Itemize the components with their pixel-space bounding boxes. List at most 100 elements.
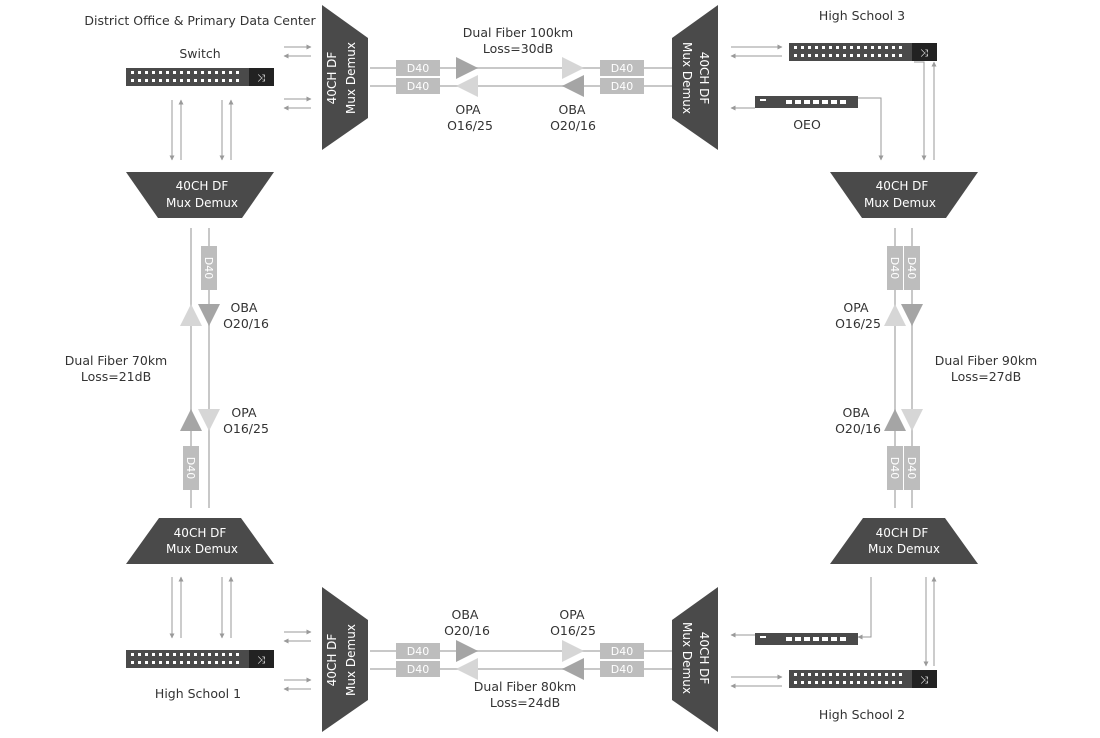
mux-demux-top-left: 40CH DF Mux Demux bbox=[322, 5, 368, 150]
dcm-box: D40 bbox=[887, 246, 903, 290]
svg-text:⤨: ⤨ bbox=[257, 655, 265, 666]
svg-text:D40: D40 bbox=[202, 257, 215, 279]
triangle-amplifier-icon bbox=[456, 57, 478, 79]
svg-text:D40: D40 bbox=[407, 645, 429, 658]
client-arrows bbox=[169, 44, 937, 692]
dcm-box: D40 bbox=[600, 78, 644, 94]
amp-label: OBA bbox=[843, 405, 870, 420]
oeo-icon bbox=[755, 633, 858, 645]
site-label-switch: Switch bbox=[179, 46, 220, 61]
triangle-amplifier-icon bbox=[456, 658, 478, 680]
dcm-box: D40 bbox=[396, 643, 440, 659]
mux-demux-bottom-left: 40CH DF Mux Demux bbox=[322, 587, 368, 732]
triangle-amplifier-icon bbox=[884, 409, 906, 431]
link-label: Loss=21dB bbox=[81, 369, 151, 384]
link-label: Dual Fiber 80km bbox=[474, 679, 576, 694]
svg-text:Mux Demux: Mux Demux bbox=[166, 196, 238, 210]
svg-text:D40: D40 bbox=[611, 663, 633, 676]
dcm-box: D40 bbox=[201, 246, 217, 290]
link-label: Dual Fiber 90km bbox=[935, 353, 1037, 368]
site-label-hs1: High School 1 bbox=[155, 686, 241, 701]
svg-text:D40: D40 bbox=[905, 457, 918, 479]
mux-demux-left-top: 40CH DF Mux Demux bbox=[126, 172, 274, 218]
svg-text:40CH DF: 40CH DF bbox=[325, 52, 339, 105]
triangle-amplifier-icon bbox=[562, 658, 584, 680]
mux-demux-right-bottom: 40CH DF Mux Demux bbox=[830, 518, 978, 564]
dcm-box: D40 bbox=[600, 60, 644, 76]
link-label: Dual Fiber 70km bbox=[65, 353, 167, 368]
switch-icon: ⤨ bbox=[789, 670, 937, 688]
oeo-icon bbox=[755, 96, 858, 108]
triangle-amplifier-icon bbox=[456, 640, 478, 662]
amp-label: O20/16 bbox=[550, 118, 596, 133]
amp-label: OBA bbox=[231, 300, 258, 315]
amp-label: OPA bbox=[843, 300, 869, 315]
switch-icon: ⤨ bbox=[126, 68, 274, 86]
triangle-amplifier-icon bbox=[901, 409, 923, 431]
svg-text:Mux Demux: Mux Demux bbox=[680, 622, 694, 694]
svg-text:40CH DF: 40CH DF bbox=[697, 52, 711, 105]
dcm-box: D40 bbox=[904, 246, 920, 290]
svg-text:40CH DF: 40CH DF bbox=[325, 634, 339, 687]
amp-label: OBA bbox=[559, 102, 586, 117]
link-label: Loss=27dB bbox=[951, 369, 1021, 384]
triangle-amplifier-icon bbox=[562, 57, 584, 79]
svg-text:D40: D40 bbox=[611, 62, 633, 75]
amp-label: OPA bbox=[455, 102, 481, 117]
svg-text:D40: D40 bbox=[184, 457, 197, 479]
svg-text:⤨: ⤨ bbox=[920, 48, 928, 59]
link-label: Loss=24dB bbox=[490, 695, 560, 710]
dcm-box: D40 bbox=[904, 446, 920, 490]
svg-text:D40: D40 bbox=[407, 663, 429, 676]
amp-label: O20/16 bbox=[223, 316, 269, 331]
svg-text:D40: D40 bbox=[407, 62, 429, 75]
switch-icon: ⤨ bbox=[126, 650, 274, 668]
site-label-district: District Office & Primary Data Center bbox=[84, 13, 316, 28]
svg-text:D40: D40 bbox=[905, 257, 918, 279]
mux-demux-left-bottom: 40CH DF Mux Demux bbox=[126, 518, 274, 564]
mux-demux-right-top: 40CH DF Mux Demux bbox=[830, 172, 978, 218]
amp-label: O16/25 bbox=[223, 421, 269, 436]
bottom-span: D40 D40 D40 D40 OBA O20/16 OPA O16/25 Du… bbox=[370, 607, 672, 710]
svg-text:40CH DF: 40CH DF bbox=[876, 179, 929, 193]
site-label-hs2: High School 2 bbox=[819, 707, 905, 722]
svg-text:40CH DF: 40CH DF bbox=[876, 526, 929, 540]
triangle-amplifier-icon bbox=[180, 409, 202, 431]
right-span: D40 D40 D40 D40 OPA O16/25 OBA O20/16 Du… bbox=[835, 228, 1037, 508]
mux-demux-top-right: 40CH DF Mux Demux bbox=[672, 5, 718, 150]
svg-text:40CH DF: 40CH DF bbox=[176, 179, 229, 193]
site-label-oeo: OEO bbox=[793, 117, 821, 132]
svg-text:40CH DF: 40CH DF bbox=[697, 632, 711, 685]
left-span: D40 D40 OBA O20/16 OPA O16/25 Dual Fiber… bbox=[65, 228, 269, 508]
dcm-box: D40 bbox=[887, 446, 903, 490]
triangle-amplifier-icon bbox=[198, 409, 220, 431]
svg-text:Mux Demux: Mux Demux bbox=[344, 624, 358, 696]
amp-label: O16/25 bbox=[550, 623, 596, 638]
dcm-box: D40 bbox=[183, 446, 199, 490]
dcm-box: D40 bbox=[396, 78, 440, 94]
svg-text:⤨: ⤨ bbox=[920, 675, 928, 686]
dcm-box: D40 bbox=[600, 661, 644, 677]
triangle-amplifier-icon bbox=[198, 304, 220, 326]
amp-label: OPA bbox=[231, 405, 257, 420]
svg-text:Mux Demux: Mux Demux bbox=[680, 42, 694, 114]
amp-label: OPA bbox=[559, 607, 585, 622]
mux-demux-bottom-right: 40CH DF Mux Demux bbox=[672, 587, 718, 732]
svg-text:D40: D40 bbox=[407, 80, 429, 93]
triangle-amplifier-icon bbox=[562, 75, 584, 97]
svg-text:Mux Demux: Mux Demux bbox=[864, 196, 936, 210]
svg-text:D40: D40 bbox=[611, 80, 633, 93]
dcm-box: D40 bbox=[396, 661, 440, 677]
svg-text:Mux Demux: Mux Demux bbox=[344, 42, 358, 114]
dcm-box: D40 bbox=[396, 60, 440, 76]
amp-label: O16/25 bbox=[447, 118, 493, 133]
svg-text:D40: D40 bbox=[611, 645, 633, 658]
amp-label: O20/16 bbox=[835, 421, 881, 436]
svg-text:Mux Demux: Mux Demux bbox=[868, 542, 940, 556]
triangle-amplifier-icon bbox=[901, 304, 923, 326]
link-label: Loss=30dB bbox=[483, 41, 553, 56]
svg-text:D40: D40 bbox=[888, 457, 901, 479]
triangle-amplifier-icon bbox=[180, 304, 202, 326]
site-label-hs3: High School 3 bbox=[819, 8, 905, 23]
